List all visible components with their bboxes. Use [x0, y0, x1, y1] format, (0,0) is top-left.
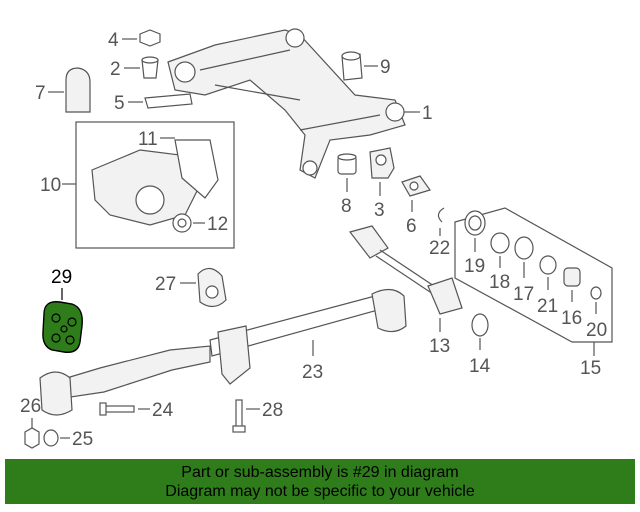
callout-22[interactable]: 22 — [429, 238, 450, 259]
bushing-part-9 — [341, 51, 378, 81]
bracket-part-5 — [128, 93, 193, 109]
bolt-part-24 — [99, 402, 150, 416]
nut-part-4 — [122, 29, 161, 47]
callout-16[interactable]: 16 — [561, 308, 582, 329]
nut-part-26 — [24, 418, 40, 449]
callout-13[interactable]: 13 — [429, 336, 450, 357]
driveshaft-part-23 — [39, 288, 407, 416]
bushing-part-8 — [337, 153, 357, 192]
callout-27[interactable]: 27 — [155, 274, 176, 295]
callout-7[interactable]: 7 — [35, 83, 46, 104]
callout-20[interactable]: 20 — [586, 320, 607, 341]
parts-diagram: 4 2 7 5 9 1 11 10 12 8 3 6 22 19 18 17 2… — [20, 28, 613, 450]
callout-25[interactable]: 25 — [72, 429, 93, 450]
banner-line-part: Part or sub-assembly is #29 in diagram — [181, 463, 459, 481]
callout-18[interactable]: 18 — [489, 272, 510, 293]
callout-2[interactable]: 2 — [110, 59, 121, 80]
callout-3[interactable]: 3 — [374, 200, 385, 221]
callout-29[interactable]: 29 — [51, 267, 72, 288]
callout-9[interactable]: 9 — [380, 57, 391, 78]
callout-24[interactable]: 24 — [152, 400, 174, 421]
callout-19[interactable]: 19 — [464, 256, 485, 277]
mount-part-7 — [48, 67, 91, 113]
callout-15[interactable]: 15 — [580, 358, 601, 379]
banner-line-disclaimer: Diagram may not be specific to your vehi… — [165, 482, 475, 500]
callout-28[interactable]: 28 — [262, 400, 283, 421]
callout-21[interactable]: 21 — [537, 296, 558, 317]
callout-5[interactable]: 5 — [114, 93, 125, 114]
callout-8[interactable]: 8 — [341, 196, 352, 217]
callout-17[interactable]: 17 — [513, 284, 534, 305]
clip-part-22 — [437, 207, 445, 236]
callout-10[interactable]: 10 — [40, 175, 61, 196]
subframe — [167, 28, 406, 179]
callout-4[interactable]: 4 — [108, 30, 119, 51]
bushing-part-2 — [124, 56, 159, 79]
callout-23[interactable]: 23 — [302, 362, 323, 383]
callout-6[interactable]: 6 — [406, 216, 417, 237]
callout-11[interactable]: 11 — [138, 129, 158, 150]
differential-group-10 — [62, 121, 235, 249]
ring-part-14 — [471, 313, 489, 350]
bolt-part-28 — [232, 399, 260, 433]
mount-part-3 — [369, 147, 395, 196]
callout-14[interactable]: 14 — [469, 356, 491, 377]
callout-1[interactable]: 1 — [422, 103, 433, 124]
info-banner: Part or sub-assembly is #29 in diagram D… — [5, 459, 635, 504]
callout-12[interactable]: 12 — [207, 214, 228, 235]
bracket-part-6 — [401, 175, 431, 212]
seal-kit-group-15 — [454, 207, 613, 356]
axle-shaft-part-13 — [348, 225, 463, 332]
support-bearing-part-27 — [180, 267, 227, 308]
callout-26[interactable]: 26 — [20, 396, 41, 417]
flex-disc-part-29[interactable] — [42, 288, 83, 353]
washer-part-25 — [43, 429, 70, 447]
